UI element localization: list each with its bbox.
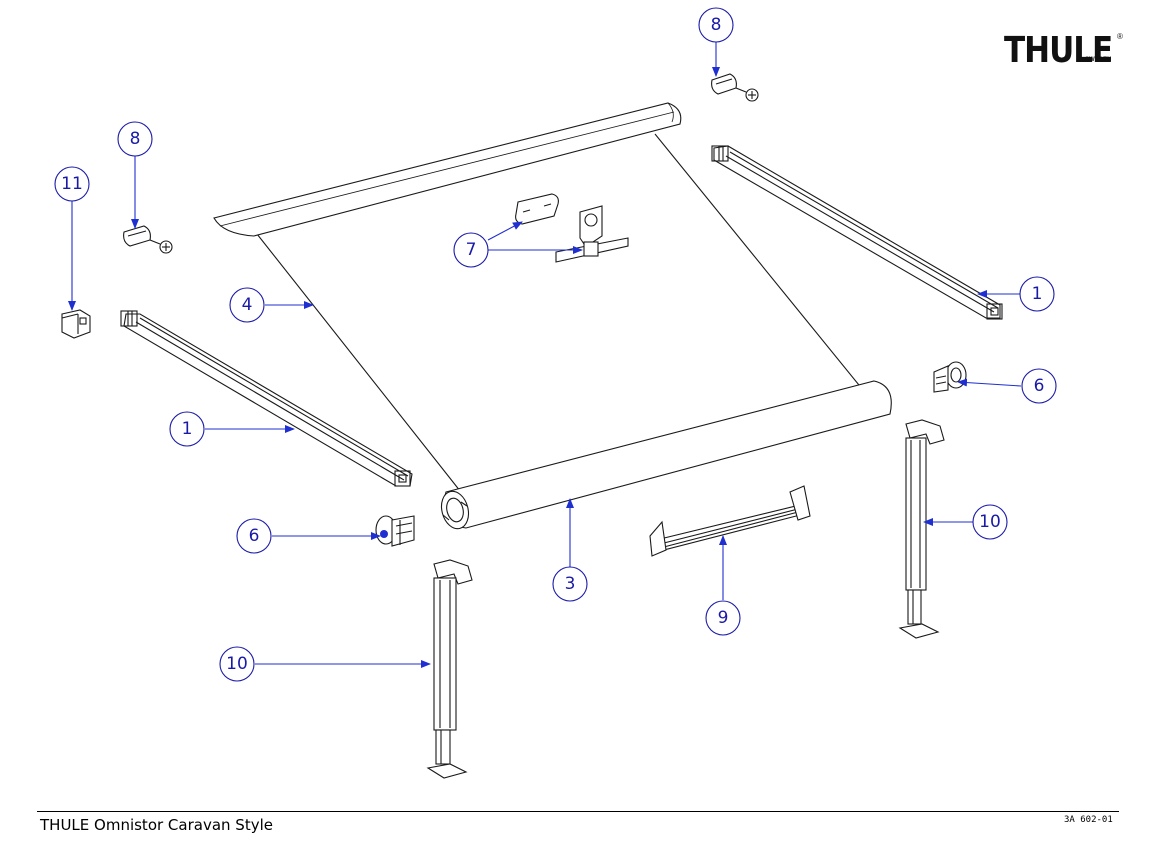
leader-7a <box>487 221 523 241</box>
end-cap-top <box>711 73 759 102</box>
callout-c8-top: 8 <box>698 7 734 43</box>
callout-c3: 3 <box>552 566 588 602</box>
callout-number: 1 <box>1032 284 1043 304</box>
callout-c1-right: 1 <box>1019 276 1055 312</box>
callout-c11: 11 <box>54 166 90 202</box>
callout-number: 4 <box>242 295 253 315</box>
callout-number: 6 <box>249 526 260 546</box>
callout-number: 10 <box>226 654 248 674</box>
callout-c10-left: 10 <box>219 646 255 682</box>
support-arm-right <box>711 145 1003 320</box>
callout-circle <box>1021 368 1057 404</box>
callout-c6-right: 6 <box>1021 368 1057 404</box>
callout-c4: 4 <box>229 287 265 323</box>
thule-logo: THULE SWEDEN ® <box>1004 30 1124 72</box>
roller-tube <box>440 380 892 530</box>
leader-6-right <box>957 378 1022 387</box>
top-profile <box>213 102 682 237</box>
tension-rafter <box>649 485 811 557</box>
callout-circle <box>229 287 265 323</box>
registered-mark: ® <box>1117 32 1123 41</box>
callout-c9: 9 <box>705 600 741 636</box>
callout-circle <box>698 7 734 43</box>
callout-circle <box>117 121 153 157</box>
callout-number: 11 <box>61 174 83 194</box>
callout-circle <box>1019 276 1055 312</box>
callout-circle <box>54 166 90 202</box>
callout-c10-right: 10 <box>972 504 1008 540</box>
callout-number: 3 <box>565 574 576 594</box>
callout-circle <box>219 646 255 682</box>
callout-circle <box>169 411 205 447</box>
plug-highlight-dot <box>380 530 388 538</box>
roller-end-plug-right <box>933 361 967 393</box>
footer-title: THULE Omnistor Caravan Style <box>40 816 273 834</box>
telescopic-leg-left <box>426 559 473 779</box>
end-cap-left <box>123 225 173 254</box>
callout-c6-left: 6 <box>236 518 272 554</box>
drawing-code: 3A 602-01 <box>1064 815 1113 825</box>
callout-circle <box>236 518 272 554</box>
callout-circle <box>972 504 1008 540</box>
callout-number: 7 <box>466 240 477 260</box>
roller-end-plug-left <box>375 515 415 547</box>
drawing-lines <box>61 73 1003 779</box>
callout-number: 8 <box>711 15 722 35</box>
telescopic-leg-right <box>898 419 945 639</box>
callout-c1-left: 1 <box>169 411 205 447</box>
fabric-clip-bracket <box>515 193 629 263</box>
callout-number: 1 <box>182 419 193 439</box>
callout-circle <box>552 566 588 602</box>
footer-divider <box>37 811 1119 812</box>
callout-c8-left: 8 <box>117 121 153 157</box>
callout-number: 10 <box>979 512 1001 532</box>
callout-circle <box>453 232 489 268</box>
awning-fabric <box>256 133 864 502</box>
brand-name: THULE <box>1004 30 1113 72</box>
callout-circle <box>705 600 741 636</box>
support-arm-left <box>120 310 413 487</box>
brand-sub: SWEDEN <box>1085 57 1112 63</box>
callout-number: 9 <box>718 608 729 628</box>
connector-block <box>61 309 91 339</box>
callout-c7: 7 <box>453 232 489 268</box>
callout-number: 8 <box>130 129 141 149</box>
callout-number: 6 <box>1034 376 1045 396</box>
leader-arrows <box>68 42 1022 668</box>
